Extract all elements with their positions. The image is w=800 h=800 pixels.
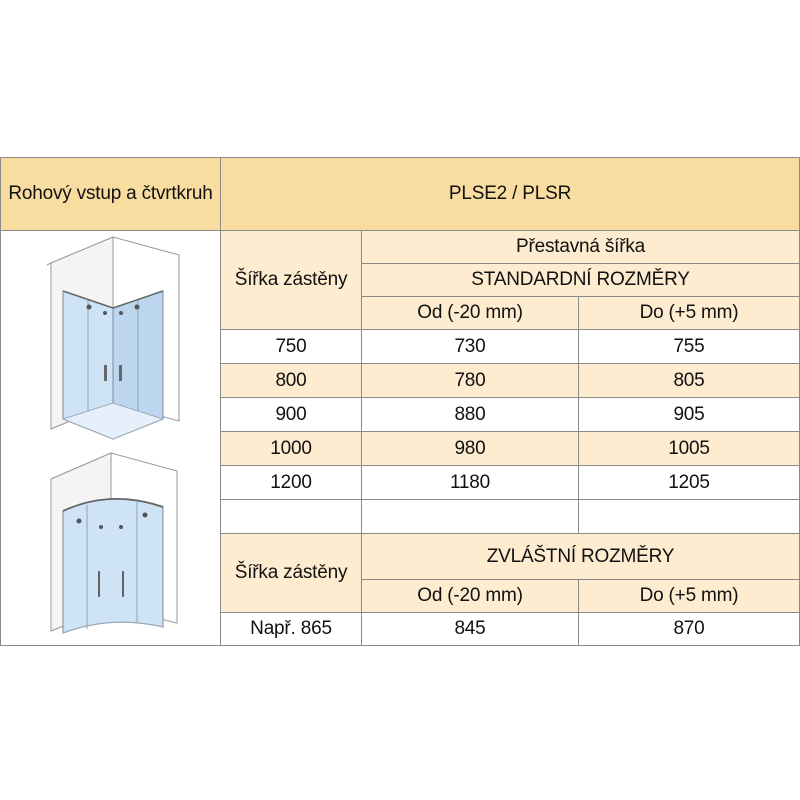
category-label: Rohový vstup a čtvrtkruh xyxy=(0,157,221,231)
model-label: PLSE2 / PLSR xyxy=(220,157,800,231)
width-cell: 1200 xyxy=(220,465,362,500)
standard-section-title: STANDARDNÍ ROZMĚRY xyxy=(361,263,800,297)
illustration-cell xyxy=(0,230,221,646)
spacer-row xyxy=(1,499,800,534)
to-cell: 805 xyxy=(578,363,800,398)
empty-cell xyxy=(361,499,579,534)
from-cell: 880 xyxy=(361,397,579,432)
width-cell: 750 xyxy=(220,329,362,364)
table-row: 750 730 755 xyxy=(1,329,800,364)
to-cell: 1005 xyxy=(578,431,800,466)
width-header: Šířka zástěny xyxy=(220,230,362,330)
empty-cell xyxy=(578,499,800,534)
special-width-header: Šířka zástěny xyxy=(220,533,362,613)
to-cell: 1205 xyxy=(578,465,800,500)
from-cell: 980 xyxy=(361,431,579,466)
table-header-row: Rohový vstup a čtvrtkruh PLSE2 / PLSR xyxy=(0,157,800,231)
spec-document: Rohový vstup a čtvrtkruh PLSE2 / PLSR xyxy=(0,157,800,646)
empty-cell xyxy=(220,499,362,534)
special-from-header: Od (-20 mm) xyxy=(361,579,579,613)
corner-entry-shower-icon xyxy=(46,236,180,440)
example-from-cell: 845 xyxy=(361,612,579,646)
example-width-cell: Např. 865 xyxy=(220,612,362,646)
special-to-header: Do (+5 mm) xyxy=(578,579,800,613)
from-header: Od (-20 mm) xyxy=(361,296,579,330)
width-cell: 900 xyxy=(220,397,362,432)
special-example-row: Např. 865 845 870 xyxy=(1,612,800,646)
from-cell: 780 xyxy=(361,363,579,398)
quarter-round-shower-icon xyxy=(50,452,178,634)
to-cell: 755 xyxy=(578,329,800,364)
special-section-title: ZVLÁŠTNÍ ROZMĚRY xyxy=(361,533,800,580)
to-cell: 905 xyxy=(578,397,800,432)
adjustable-width-header: Přestavná šířka xyxy=(361,230,800,264)
from-cell: 1180 xyxy=(361,465,579,500)
special-title-row: Šířka zástěny ZVLÁŠTNÍ ROZMĚRY xyxy=(1,533,800,613)
from-cell: 730 xyxy=(361,329,579,364)
width-cell: 800 xyxy=(220,363,362,398)
adjustable-header-row: Šířka zástěny Přestavná šířka xyxy=(0,230,800,646)
table-row: 1200 1180 1205 xyxy=(1,465,800,500)
table-row: 800 780 805 xyxy=(1,363,800,398)
section-title-row: STANDARDNÍ ROZMĚRY xyxy=(1,263,800,297)
width-cell: 1000 xyxy=(220,431,362,466)
dimensions-table: Rohový vstup a čtvrtkruh PLSE2 / PLSR xyxy=(0,157,800,646)
special-range-header-row: Od (-20 mm) Do (+5 mm) xyxy=(1,579,800,613)
table-row: 900 880 905 xyxy=(1,397,800,432)
example-to-cell: 870 xyxy=(578,612,800,646)
to-header: Do (+5 mm) xyxy=(578,296,800,330)
